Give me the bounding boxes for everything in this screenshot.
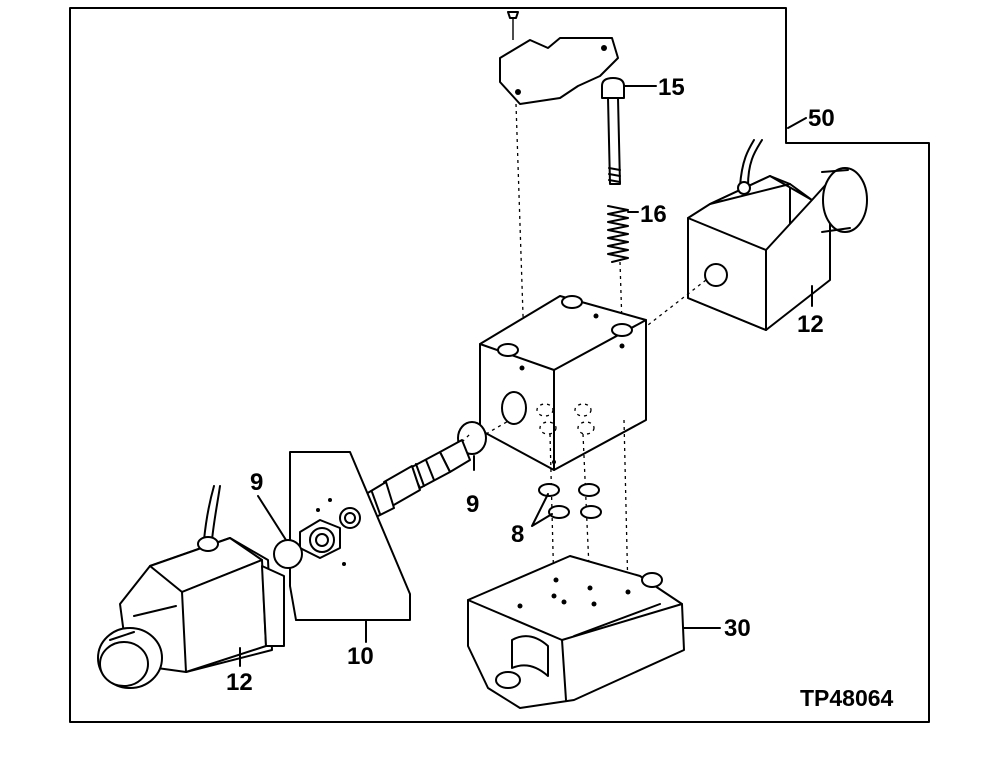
leader-10 [295,619,367,643]
o-ring-left-part-9 [273,539,303,569]
cover-screw [507,11,519,19]
leader-8 [531,493,553,527]
leader-50 [787,117,807,129]
callout-12-right: 12 [797,311,824,338]
callout-9-left: 9 [250,469,263,496]
figure-id: TP48064 [800,685,894,711]
callout-15: 15 [658,74,685,101]
leader-9-left [257,495,287,541]
seal-kit-part-10 [289,451,411,621]
callout-16: 16 [640,201,667,228]
spool-assembly [365,439,471,519]
o-rings-part-8 [538,483,602,519]
cover-plate-group [499,11,619,346]
valve-body [479,295,647,471]
spring-part-16 [607,205,629,263]
callout-12-left: 12 [226,669,253,696]
cover-plate [499,37,619,105]
cap-screw-part-15 [601,77,625,185]
diagram-border [69,7,930,723]
solenoid-left-part-12 [97,485,285,689]
callout-9-right: 9 [466,491,479,518]
callout-8: 8 [511,521,524,548]
callout-50: 50 [808,105,835,132]
callout-10: 10 [347,643,374,670]
callout-30: 30 [724,615,751,642]
manifold-base-part-30 [467,555,685,709]
solenoid-right-part-12 [687,139,868,331]
